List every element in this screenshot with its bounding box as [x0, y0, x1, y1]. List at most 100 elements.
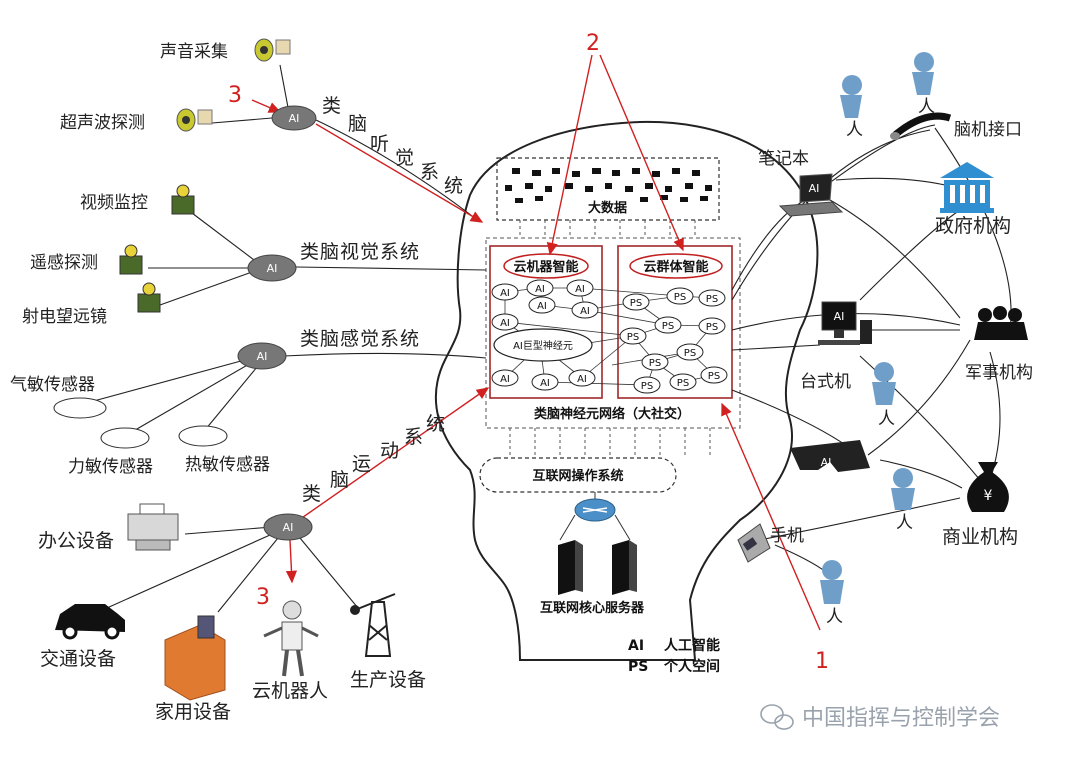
neural-network-box — [485, 237, 741, 429]
bci-headset-icon — [890, 112, 952, 140]
red-arrows — [251, 54, 821, 631]
oil-pump-icon — [350, 593, 396, 657]
ai-node-label: AI — [577, 374, 587, 385]
ai-hub-label: AI — [257, 350, 268, 363]
svg-text:类: 类 — [322, 95, 342, 117]
robot-icon — [263, 600, 319, 677]
marker-three-top: 3 — [228, 83, 242, 108]
legend-ai-text: 人工智能 — [664, 637, 720, 654]
person-icon — [820, 560, 844, 604]
production-equipment-label: 生产设备 — [350, 669, 426, 691]
cloud-swarm-label: 云群体智能 — [643, 259, 708, 275]
internet-os-label: 互联网操作系统 — [532, 468, 623, 484]
vr-glasses-icon: AI — [790, 440, 870, 472]
phone-label: 手机 — [770, 526, 804, 546]
telescope-icon — [137, 282, 161, 313]
ps-node-label: PS — [706, 294, 718, 305]
ai-hub-label: AI — [283, 521, 294, 534]
cloud-machine-box — [489, 245, 603, 399]
giant-neuron-label: AI巨型神经元 — [513, 339, 573, 352]
svg-text:脑: 脑 — [348, 113, 368, 135]
ps-node-label: PS — [630, 298, 642, 309]
gas-sensor-label: 气敏传感器 — [10, 375, 95, 395]
legend-ps-abbr: PS — [628, 659, 648, 675]
ai-hub-auditory: AI — [271, 105, 317, 131]
sound-label: 声音采集 — [160, 42, 228, 62]
legend-ai-abbr: AI — [628, 638, 644, 654]
ai-nodes — [491, 279, 599, 391]
desktop-ai-badge: AI — [834, 310, 845, 323]
big-data-label: 大数据 — [588, 200, 627, 216]
ps-nodes — [619, 287, 728, 394]
person-label: 人 — [846, 120, 863, 140]
car-icon — [55, 604, 125, 640]
server-icon — [558, 540, 637, 595]
ai-node-label: AI — [500, 374, 510, 385]
neural-network-label: 类脑神经元网络（大社交） — [534, 406, 690, 422]
ps-node-label: PS — [677, 378, 689, 389]
cloud-robot-label: 云机器人 — [252, 680, 328, 702]
marker-one: 1 — [815, 649, 829, 674]
laptop-label: 笔记本 — [758, 149, 809, 169]
ai-node-label: AI — [540, 378, 550, 389]
laptop-icon: AI — [778, 173, 844, 217]
ai-node-label: AI — [575, 284, 585, 295]
svg-text:系: 系 — [420, 161, 440, 183]
ps-node-label: PS — [649, 358, 661, 369]
ps-node-label: PS — [674, 292, 686, 303]
heat-sensor-icon — [178, 425, 228, 447]
ps-node-label: PS — [708, 371, 720, 382]
ai-hub-visual: AI — [247, 254, 297, 282]
person-label: 人 — [896, 513, 913, 533]
ai-node-label: AI — [535, 284, 545, 295]
wechat-icon — [760, 704, 794, 730]
ai-hub-label: AI — [267, 262, 278, 275]
big-data-blocks — [505, 168, 712, 203]
desktop-label: 台式机 — [800, 372, 851, 392]
mobile-phone-icon — [737, 523, 771, 563]
office-equipment-label: 办公设备 — [38, 530, 114, 552]
ai-node-label: AI — [500, 318, 510, 329]
ps-node-label: PS — [662, 321, 674, 332]
bci-label: 脑机接口 — [954, 120, 1022, 140]
head-outline — [434, 120, 819, 661]
ai-hub-motor: AI — [263, 513, 313, 541]
marker-two: 2 — [586, 31, 600, 56]
business-label: 商业机构 — [942, 526, 1018, 548]
person-label: 人 — [878, 409, 895, 429]
person-label: 人 — [918, 97, 935, 117]
video-camera-icon — [171, 184, 195, 215]
ultrasonic-label: 超声波探测 — [60, 113, 145, 133]
traffic-equipment-label: 交通设备 — [40, 648, 116, 670]
person-icon — [872, 362, 896, 405]
remote-sensing-icon — [119, 244, 143, 275]
ultrasonic-sensor-icon — [176, 108, 213, 132]
gas-sensor-icon — [53, 397, 107, 419]
video-label: 视频监控 — [80, 193, 148, 213]
marker-three-bottom: 3 — [256, 585, 270, 610]
printer-icon — [127, 503, 179, 551]
svg-text:统: 统 — [426, 413, 446, 435]
motor-system-label: 类 脑 运 动 系 统 — [302, 413, 446, 505]
svg-text:听: 听 — [370, 133, 390, 155]
person-icon — [840, 75, 862, 118]
servers-label: 互联网核心服务器 — [540, 600, 645, 616]
military-label: 军事机构 — [965, 363, 1033, 383]
ps-node-label: PS — [684, 348, 696, 359]
big-data-box — [496, 157, 720, 221]
yen-symbol: ¥ — [984, 488, 993, 504]
person-label: 人 — [826, 607, 843, 627]
force-sensor-label: 力敏传感器 — [68, 457, 153, 477]
ps-node-label: PS — [627, 332, 639, 343]
svg-text:类: 类 — [302, 483, 322, 505]
svg-text:脑: 脑 — [330, 469, 350, 491]
force-sensor-icon — [100, 427, 150, 449]
ai-node-label: AI — [537, 301, 547, 312]
ai-hub-sensory: AI — [237, 342, 287, 370]
internet-os-box — [479, 457, 677, 493]
military-icon — [974, 306, 1028, 340]
ai-node-label: AI — [580, 306, 590, 317]
radio-telescope-label: 射电望远镜 — [22, 307, 107, 327]
laptop-ai-badge: AI — [809, 182, 820, 195]
